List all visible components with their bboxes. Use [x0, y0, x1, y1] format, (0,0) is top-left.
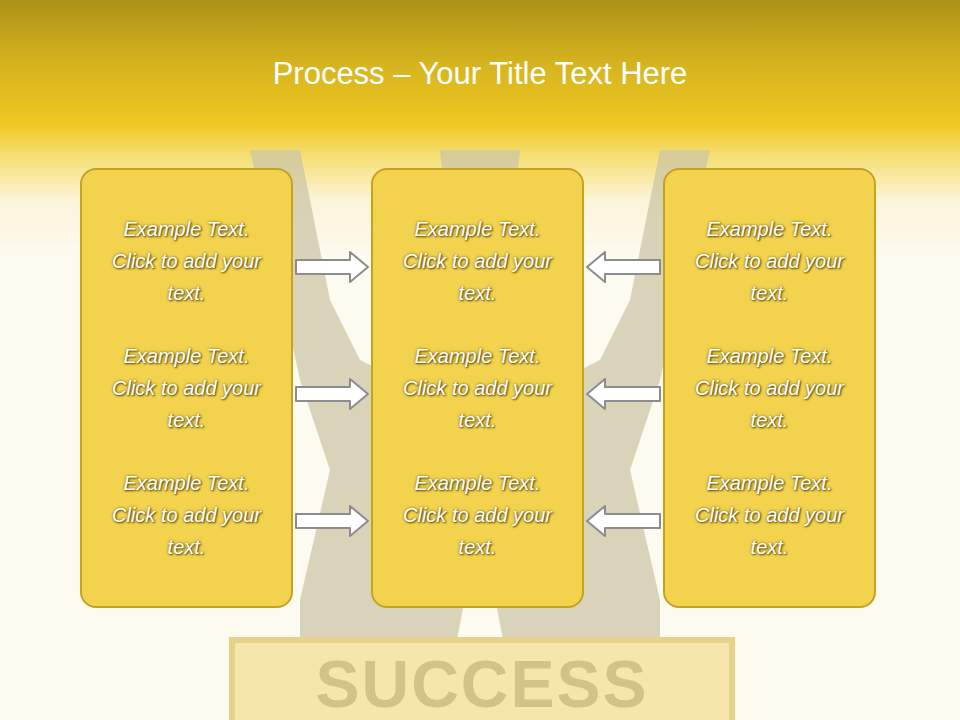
block-arrow	[296, 379, 368, 409]
example-text: Example Text. Click to add your text.	[403, 340, 553, 436]
arrow-shape	[587, 506, 660, 536]
arrow-shape	[587, 252, 660, 282]
example-text: Example Text. Click to add your text.	[695, 467, 845, 563]
example-text: Example Text. Click to add your text.	[112, 340, 262, 436]
example-text: Example Text. Click to add your text.	[403, 467, 553, 563]
example-text: Example Text. Click to add your text.	[112, 467, 262, 563]
block-arrow	[587, 379, 660, 409]
block-arrow	[296, 506, 368, 536]
process-column: Example Text. Click to add your text. Exa…	[663, 168, 876, 608]
arrow-shape	[296, 506, 368, 536]
arrow-shape	[296, 379, 368, 409]
process-column: Example Text. Click to add your text. Exa…	[371, 168, 584, 608]
block-arrow	[587, 252, 660, 282]
example-text: Example Text. Click to add your text.	[695, 340, 845, 436]
watermark-text: SUCCESS	[232, 652, 732, 716]
process-column: Example Text. Click to add your text. Exa…	[80, 168, 293, 608]
arrow-shape	[587, 379, 660, 409]
example-text: Example Text. Click to add your text.	[112, 213, 262, 309]
block-arrow	[587, 506, 660, 536]
example-text: Example Text. Click to add your text.	[695, 213, 845, 309]
slide-title: Process – Your Title Text Here	[20, 52, 940, 96]
block-arrow	[296, 252, 368, 282]
example-text: Example Text. Click to add your text.	[403, 213, 553, 309]
sign-frame	[232, 640, 732, 720]
arrow-shape	[296, 252, 368, 282]
